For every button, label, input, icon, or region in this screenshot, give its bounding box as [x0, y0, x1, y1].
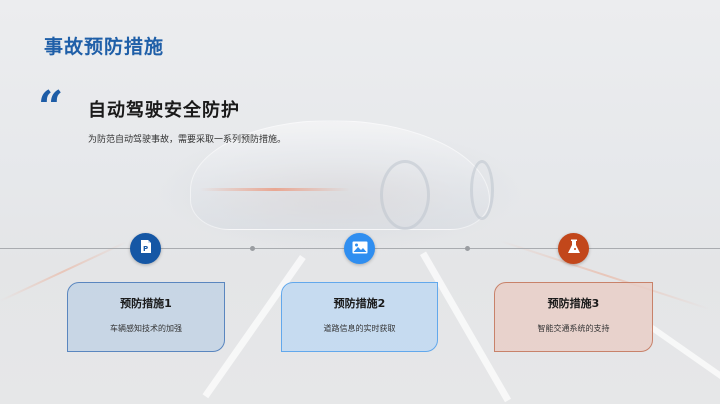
page-title: 事故预防措施 [44, 36, 165, 58]
measure-3-title: 预防措施3 [547, 297, 600, 310]
measure-3-icon-button[interactable] [558, 233, 589, 264]
measure-2-description: 道路信息的实时获取 [323, 324, 396, 333]
car-wheel-decor [470, 160, 494, 220]
measure-1-title: 预防措施1 [120, 297, 172, 310]
svg-text:P: P [143, 245, 148, 253]
car-wheel-decor [380, 160, 430, 230]
timeline-dot [465, 246, 470, 251]
measure-card-3[interactable]: 预防措施3 智能交通系统的支持 [494, 282, 653, 352]
section-description: 为防范自动驾驶事故，需要采取一系列预防措施。 [88, 135, 287, 145]
measure-1-icon-button[interactable]: P [130, 233, 161, 264]
flask-icon [567, 239, 581, 258]
image-icon [352, 239, 368, 258]
measure-card-1[interactable]: 预防措施1 车辆感知技术的加强 [67, 282, 225, 352]
measure-2-title: 预防措施2 [333, 297, 386, 310]
section-title: 自动驾驶安全防护 [88, 100, 240, 121]
measure-3-description: 智能交通系统的支持 [537, 324, 610, 333]
measure-1-description: 车辆感知技术的加强 [110, 324, 182, 333]
document-p-icon: P [140, 239, 152, 258]
car-headlight-decor [200, 188, 350, 191]
measure-2-icon-button[interactable] [344, 233, 375, 264]
measure-card-2[interactable]: 预防措施2 道路信息的实时获取 [281, 282, 438, 352]
quote-icon: “ [38, 82, 64, 133]
timeline-dot [250, 246, 255, 251]
